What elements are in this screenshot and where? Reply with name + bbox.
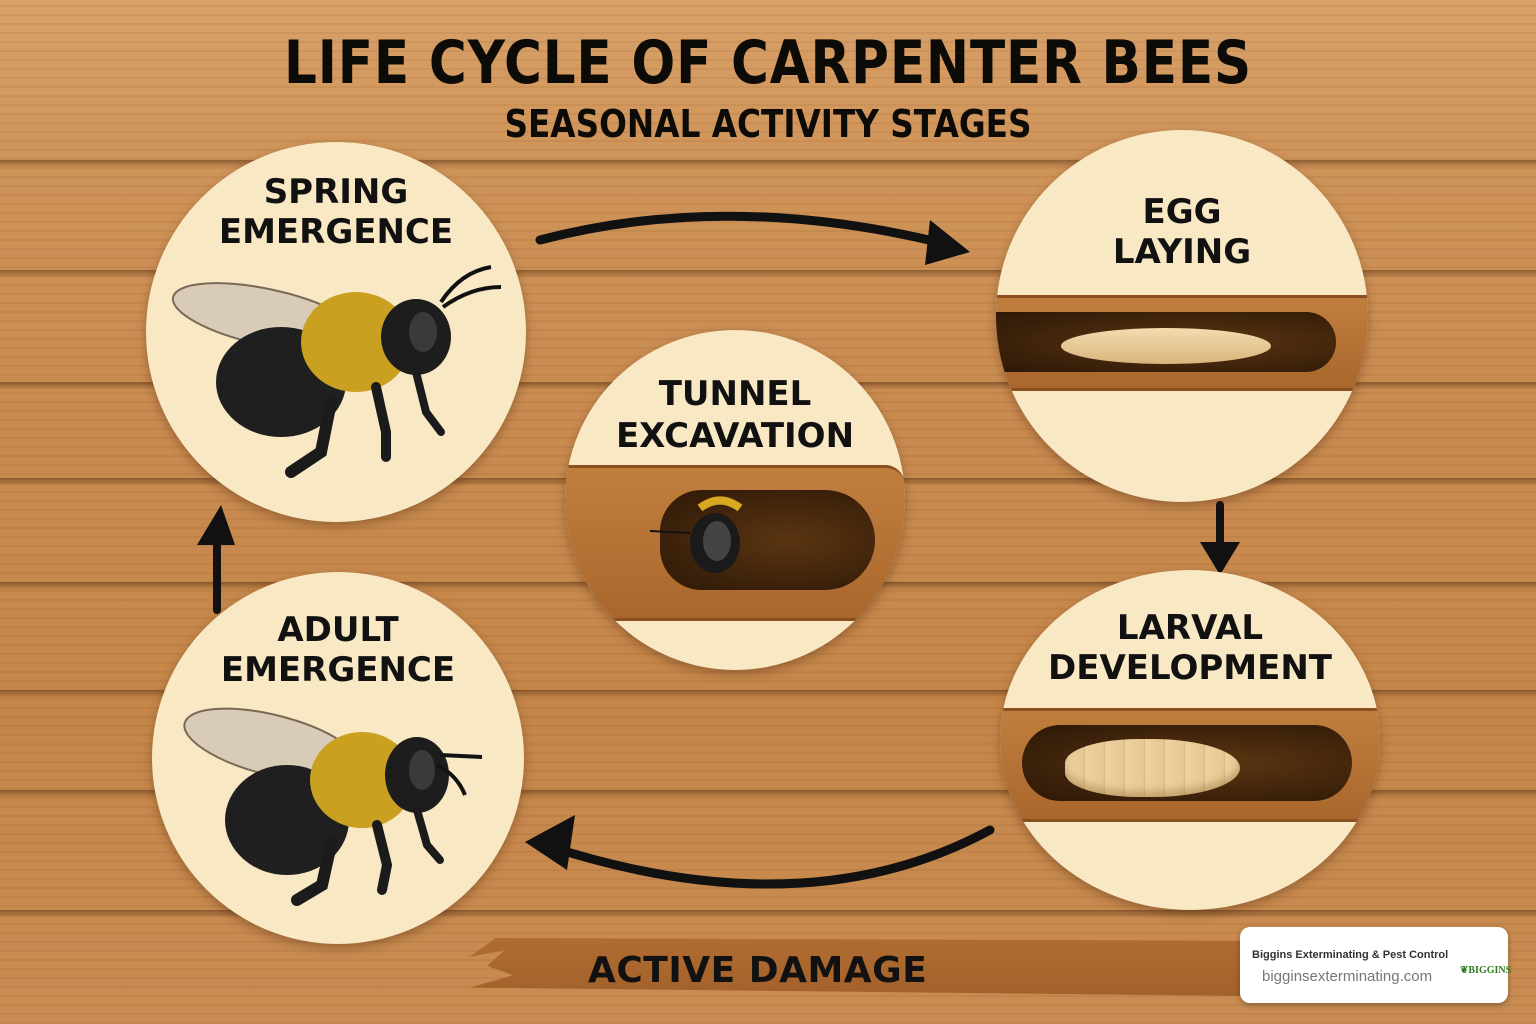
arrow-left-icon	[525, 815, 995, 889]
tunnel	[996, 295, 1368, 391]
arrow-up-icon	[197, 505, 235, 614]
bee-in-tunnel-icon	[649, 496, 743, 573]
damage-plank	[470, 938, 1330, 997]
plank-divider	[0, 790, 1536, 798]
stage-label-line2: DEVELOPMENT	[1048, 648, 1332, 688]
plank-divider	[0, 160, 1536, 168]
page-title: LIFE CYCLE OF CARPENTER BEES	[284, 28, 1252, 98]
arrow-down-icon	[1200, 501, 1240, 575]
egg-icon	[1061, 328, 1271, 364]
plank-divider	[0, 270, 1536, 278]
stage-label-line2: LAYING	[1112, 232, 1252, 272]
stage-label-line1: TUNNEL	[658, 374, 812, 414]
stage-label-line1: SPRING	[263, 172, 409, 212]
stage-label-line1: ADULT	[277, 610, 399, 650]
bee-icon	[171, 265, 502, 478]
active-damage-label: ACTIVE DAMAGE	[588, 950, 928, 991]
plank-divider	[0, 910, 1536, 918]
stage-adult-emergence: ADULT EMERGENCE	[152, 572, 524, 944]
stage-label-line1: LARVAL	[1116, 608, 1264, 648]
stage-egg-laying: EGG LAYING	[996, 130, 1368, 502]
stage-label-line2: EXCAVATION	[615, 416, 855, 456]
brand-card[interactable]: Biggins Exterminating & Pest Control big…	[1240, 927, 1512, 1003]
bee-icon	[183, 707, 483, 906]
larva-icon	[1065, 739, 1240, 797]
brand-name: Biggins Exterminating & Pest Control	[1252, 949, 1449, 961]
brand-logo-icon: ❦BIGGINS	[1460, 965, 1512, 976]
stage-spring-emergence: SPRING EMERGENCE	[146, 142, 526, 522]
stage-label-line2: EMERGENCE	[218, 212, 454, 252]
page-subtitle: SEASONAL ACTIVITY STAGES	[504, 102, 1032, 146]
plank-divider	[0, 690, 1536, 698]
tunnel	[565, 465, 905, 621]
arrow-right-icon	[535, 211, 970, 265]
stage-label-line2: EMERGENCE	[220, 650, 456, 690]
stage-label-line1: EGG	[1142, 192, 1222, 232]
tunnel	[1000, 708, 1380, 822]
brand-logo-text: BIGGINS	[1468, 965, 1512, 976]
stage-tunnel-excavation: TUNNEL EXCAVATION	[565, 330, 905, 670]
brand-url[interactable]: bigginsexterminating.com	[1262, 968, 1433, 985]
stage-larval-development: LARVAL DEVELOPMENT	[1000, 570, 1380, 910]
